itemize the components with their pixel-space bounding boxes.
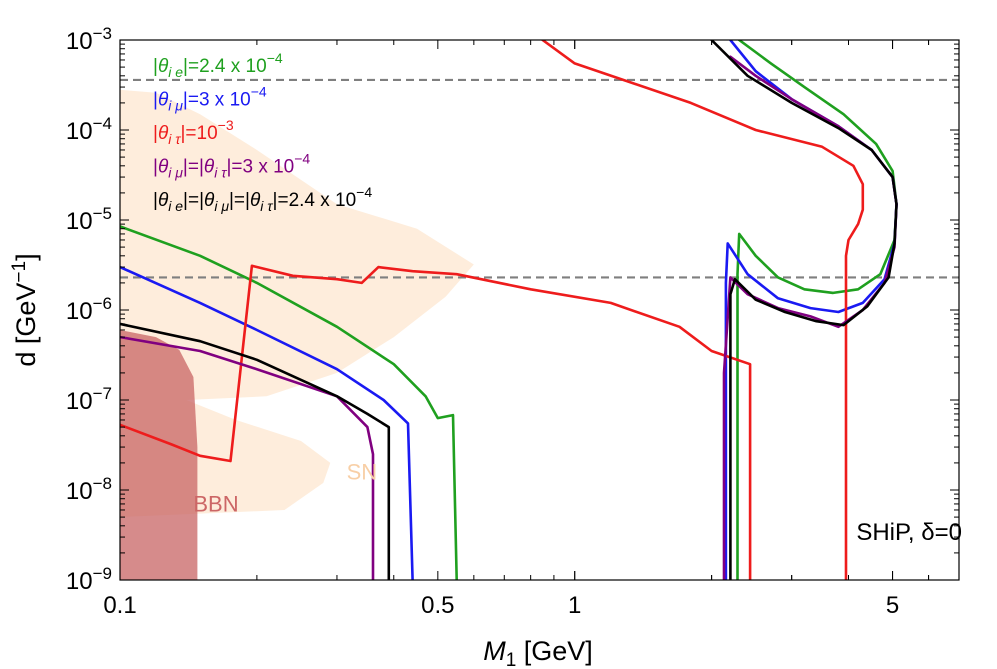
legend-entry-1: |θi e|=2.4 x 10−4	[153, 50, 283, 80]
x-tick-label: 0.5	[421, 592, 454, 619]
legend-entry-2: |θi μ|=3 x 10−4	[153, 84, 267, 114]
series-lines	[120, 40, 898, 580]
y-tick-label: 10−4	[66, 114, 112, 145]
region-label-sn: SN	[347, 460, 378, 485]
x-tick-label: 0.1	[103, 592, 136, 619]
y-axis-label: d [GeV−1]	[9, 253, 41, 366]
x-tick-label: 1	[568, 592, 581, 619]
x-tick-label: 5	[886, 592, 899, 619]
series-line-2-segment-1	[120, 265, 414, 580]
series-line-5-segment-2	[710, 40, 898, 580]
legend-entry-3: |θi τ|=10−3	[153, 117, 234, 147]
series-line-1-segment-2	[736, 40, 898, 580]
legend-entry-5: |θi e|=|θi μ|=|θi τ|=2.4 x 10−4	[153, 184, 372, 214]
region-label-bbn: BBN	[193, 491, 238, 516]
x-axis-label: M1 [GeV]	[483, 636, 593, 669]
region-labels: SN BBN	[193, 460, 377, 517]
series-line-3-segment-1	[120, 264, 752, 580]
series-line-3-segment-2	[541, 40, 865, 580]
legend: |θi e|=2.4 x 10−4 |θi μ|=3 x 10−4|θi τ|=1…	[153, 50, 372, 214]
axis-ticks: 0.1 0.5 1 5 10−9 10−8 10−7 10−6 10−5 10−4 10−3	[66, 24, 960, 619]
corner-label: SHiP, δ=0	[856, 519, 962, 546]
y-tick-label: 10−3	[66, 24, 112, 55]
reference-lines	[120, 78, 959, 279]
y-tick-label: 10−9	[66, 564, 112, 595]
series-line-5-segment-1	[120, 322, 391, 580]
legend-entry-4: |θi μ|=|θi τ|=3 x 10−4	[153, 151, 310, 181]
y-tick-label: 10−5	[66, 204, 112, 235]
series-line-1-segment-1	[120, 225, 458, 580]
y-tick-label: 10−8	[66, 474, 112, 505]
y-tick-label: 10−6	[66, 294, 112, 325]
region-bbn	[120, 330, 198, 580]
y-tick-label: 10−7	[66, 384, 112, 415]
